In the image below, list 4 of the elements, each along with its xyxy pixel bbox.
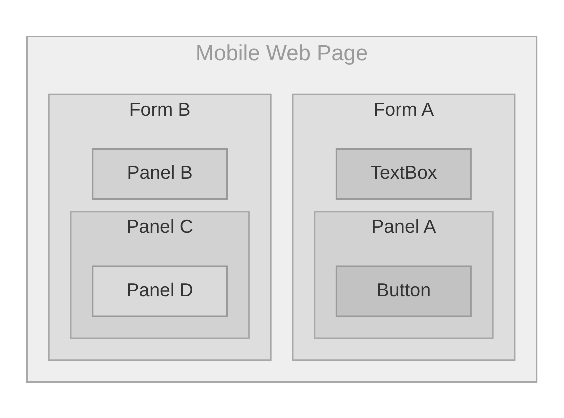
node-box: Panel B [92, 148, 228, 200]
node-box: Button [336, 265, 472, 317]
node-box: Panel D [92, 265, 228, 317]
node-box: TextBox [336, 148, 472, 200]
